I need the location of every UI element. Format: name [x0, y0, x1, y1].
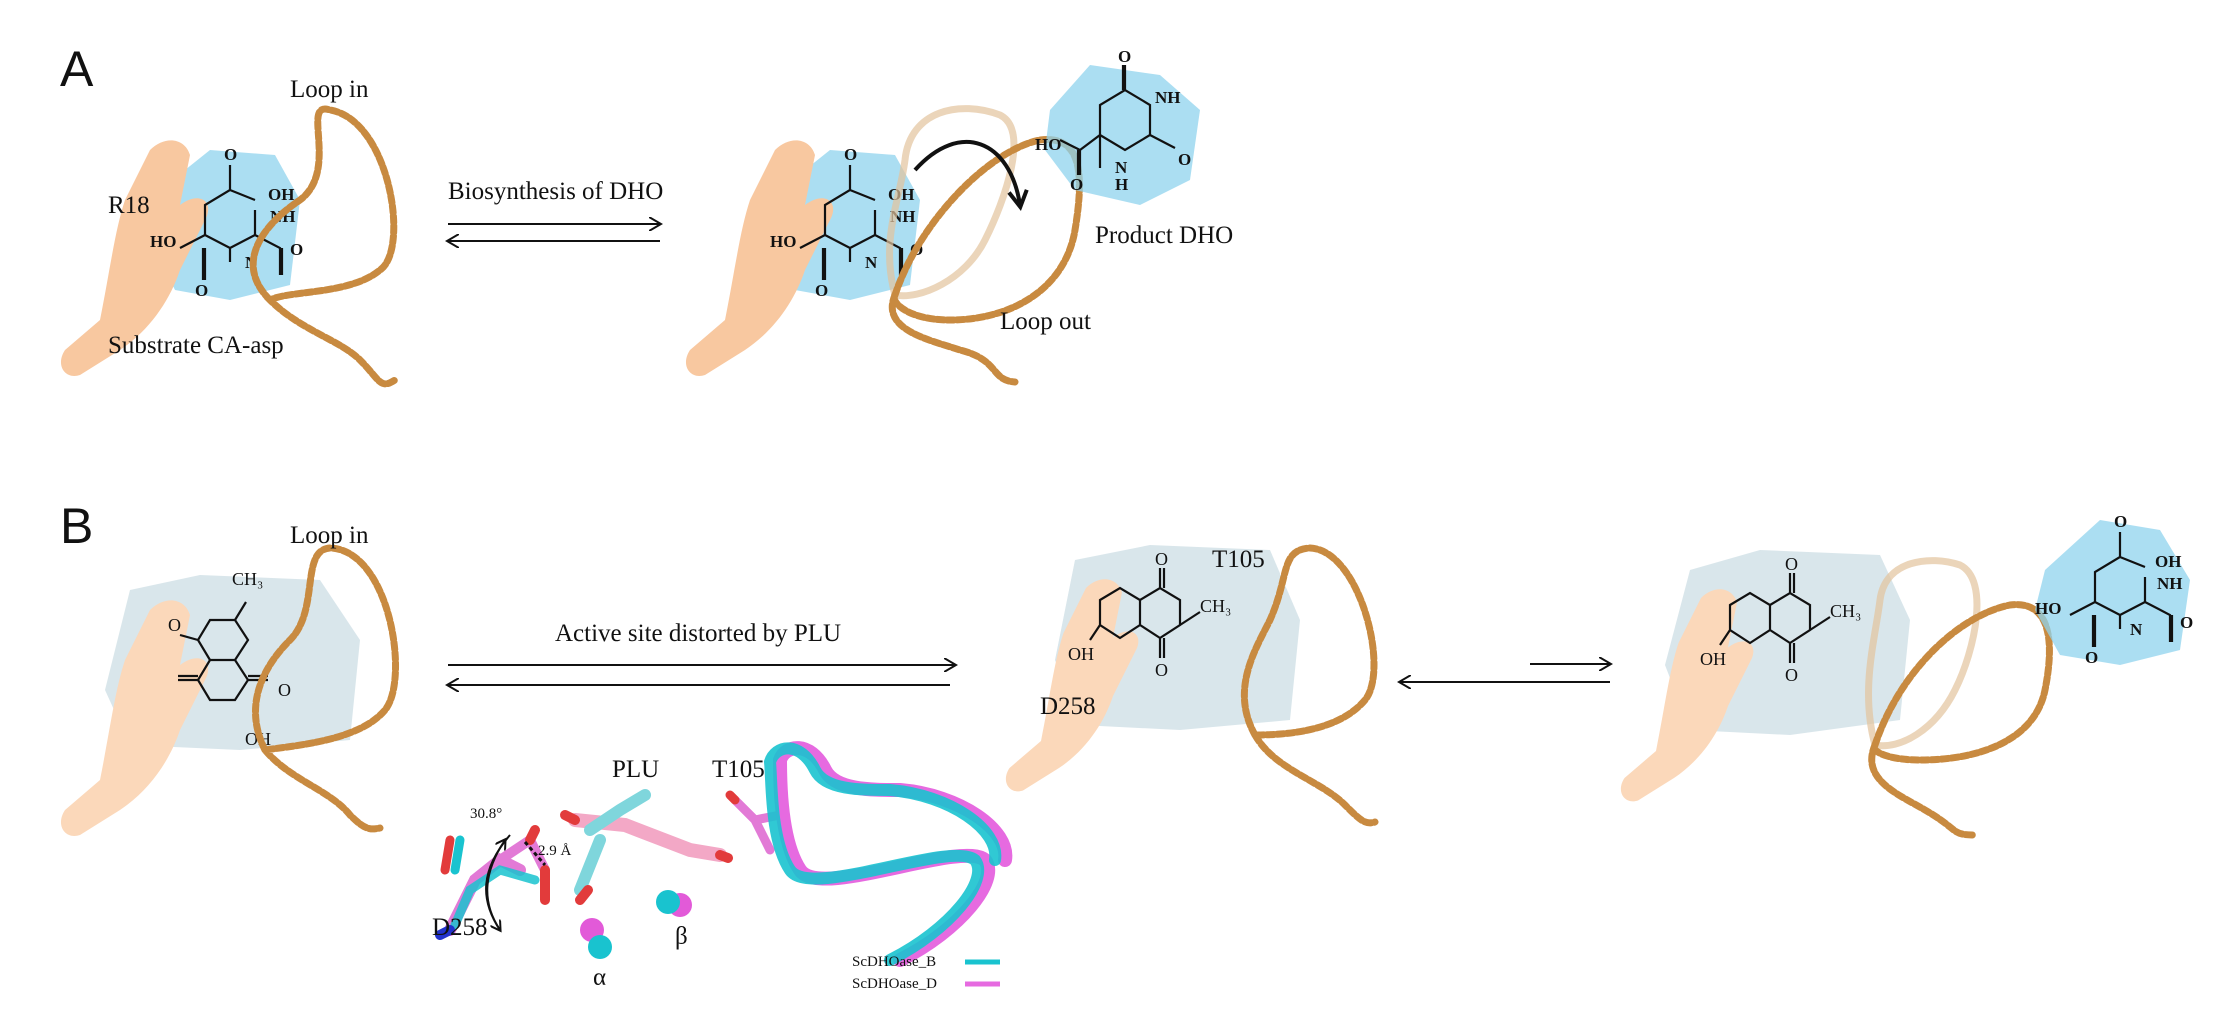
structure-inset: 30.8° 2.9 Å PLU α β D258 T105: [432, 741, 1013, 992]
o-label: O: [278, 680, 291, 700]
panel-a-equilibrium-arrows: Biosynthesis of DHO: [448, 178, 663, 241]
plu-label: PLU: [612, 756, 659, 783]
alpha-label: α: [593, 964, 606, 991]
angle-label: 30.8°: [470, 806, 502, 822]
oh-label: OH: [1700, 649, 1726, 669]
residue-t105-label: T105: [1212, 546, 1265, 573]
o-label: O: [1155, 549, 1168, 569]
metal-ion-beta: [656, 890, 680, 914]
o-label: O: [1118, 47, 1131, 66]
ca-asp-structure: HO O O OH NH N O: [2035, 512, 2193, 667]
o-label: O: [2085, 648, 2098, 667]
plu-sticks: [560, 789, 733, 905]
oh-label: OH: [2155, 552, 2181, 571]
residue-d258-label: D258: [1040, 693, 1096, 720]
nh-label: NH: [2157, 574, 2183, 593]
o-label: O: [1070, 175, 1083, 194]
o-label: O: [1785, 665, 1798, 685]
rotation-arrow: [486, 840, 505, 931]
ch3-label: CH₃: [232, 569, 263, 589]
t105-inset-label: T105: [712, 756, 765, 783]
o-label: O: [195, 281, 208, 300]
panel-a-state-loop-out: HO O O OH NH N O Loop out HO O O NH: [685, 47, 1233, 386]
panel-a: A HO O O OH NH N O Loop in R18 Substrate…: [60, 41, 1233, 388]
loop-rope: [249, 105, 399, 388]
substrate-label: Substrate CA-asp: [108, 332, 284, 359]
ho-label: HO: [2035, 599, 2061, 618]
distorted-label: Active site distorted by PLU: [555, 620, 841, 647]
metal-ion-alpha: [588, 935, 612, 959]
loop-rope: [888, 136, 1083, 386]
ho-label: HO: [1035, 135, 1061, 154]
n-label: N: [2130, 620, 2143, 639]
legend-label-b: ScDHOase_B: [852, 954, 936, 970]
o-label: O: [168, 615, 181, 635]
plu-structure: [1719, 573, 1831, 663]
panel-b-state-distorted: O O OH CH₃ T105 D258: [1005, 544, 1379, 827]
oh-label: OH: [1068, 644, 1094, 664]
loop-rope: [1240, 544, 1379, 827]
residue-r18-label: R18: [108, 192, 150, 219]
rotation-arrow: [485, 834, 511, 930]
loop-motion-arrow: [913, 140, 1020, 205]
o-label: O: [1178, 150, 1191, 169]
h-label: H: [1115, 175, 1128, 194]
loop-rope: [252, 544, 399, 833]
n-label: N: [865, 253, 878, 272]
ch3-label: CH₃: [1200, 596, 1231, 616]
loop-in-label: Loop in: [290, 522, 369, 549]
inset-legend: ScDHOase_B ScDHOase_D: [852, 954, 1000, 992]
plu-structure: [178, 601, 268, 702]
product-dho-label: Product DHO: [1095, 222, 1233, 249]
plu-structure: [1089, 568, 1201, 658]
distance-label: 2.9 Å: [538, 843, 572, 859]
biosynthesis-label: Biosynthesis of DHO: [448, 178, 663, 205]
product-site-background: [1045, 65, 1200, 205]
loop-rope-faded: [886, 105, 1018, 300]
substrate-site-background: [150, 150, 300, 300]
panel-b-equilibrium-arrows-2: [1400, 664, 1610, 682]
loop-in-label: Loop in: [290, 76, 369, 103]
panel-b-letter: B: [60, 498, 93, 554]
beta-label: β: [675, 923, 688, 950]
o-label: O: [844, 145, 857, 164]
loop-rope: [1868, 601, 2053, 839]
o-label: O: [224, 145, 237, 164]
d258-inset-label: D258: [432, 914, 488, 941]
o-label: O: [1155, 660, 1168, 680]
ho-label: HO: [770, 232, 796, 251]
ch3-label: CH₃: [1830, 601, 1861, 621]
loop-rope-faded: [1865, 557, 1981, 750]
panel-b: B O O OH CH₃ Loop in Active site distort…: [60, 498, 2193, 992]
loop-out-label: Loop out: [1000, 308, 1091, 335]
dho-structure: HO O O NH N H O: [1035, 47, 1191, 194]
o-label: O: [2114, 512, 2127, 531]
hbond-dashed: [523, 841, 547, 866]
nh-label: NH: [1155, 88, 1181, 107]
panel-a-state-loop-in: HO O O OH NH N O Loop in R18 Substrate C…: [60, 76, 399, 388]
panel-a-letter: A: [60, 41, 94, 97]
o-label: O: [2180, 613, 2193, 632]
panel-b-state-loop-out: O O OH CH₃ HO O O OH NH N O: [1620, 512, 2193, 839]
o-label: O: [290, 240, 303, 259]
loop-ribbon-b: [763, 742, 1002, 966]
o-label: O: [1785, 554, 1798, 574]
o-label: O: [815, 281, 828, 300]
n-label: N: [1115, 158, 1128, 177]
ho-label: HO: [150, 232, 176, 251]
panel-b-state-loop-in: O O OH CH₃ Loop in: [60, 522, 399, 836]
legend-label-d: ScDHOase_D: [852, 976, 937, 992]
panel-b-equilibrium-arrows: Active site distorted by PLU: [448, 620, 955, 685]
oh-label: OH: [268, 185, 294, 204]
substrate-site-background: [2035, 520, 2190, 665]
